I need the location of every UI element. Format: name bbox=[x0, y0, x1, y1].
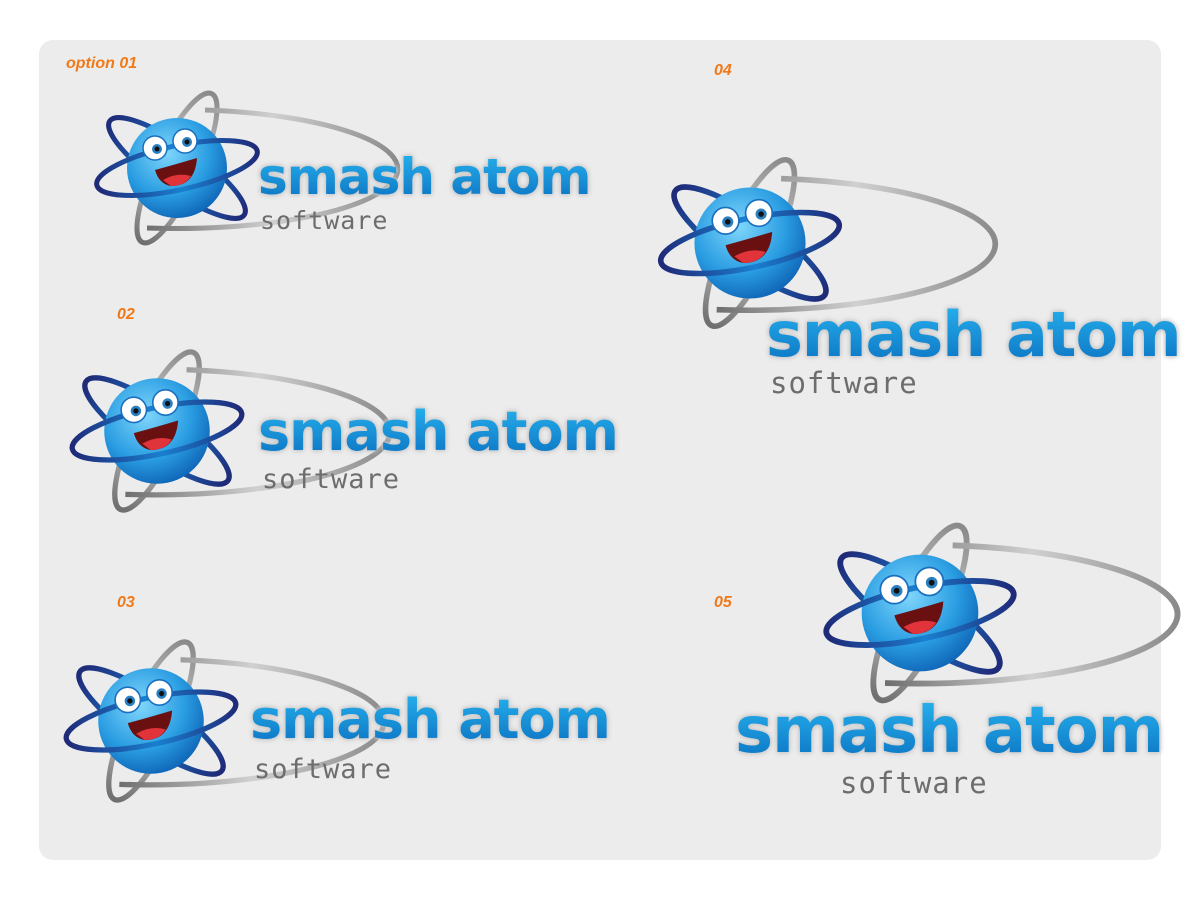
brand-name: smash atom bbox=[258, 400, 619, 463]
option-label: 04 bbox=[714, 62, 732, 79]
brand-tagline: software bbox=[260, 206, 389, 235]
brand-name: smash atom bbox=[735, 694, 1164, 768]
smiling-atom-mascot-icon bbox=[56, 626, 246, 816]
smiling-atom-mascot-icon bbox=[62, 336, 252, 526]
option-label: option 01 bbox=[66, 55, 138, 72]
option-label: 02 bbox=[117, 306, 135, 323]
brand-name: smash atom bbox=[258, 148, 591, 206]
brand-tagline: software bbox=[254, 754, 393, 785]
brand-tagline: software bbox=[840, 766, 988, 800]
smiling-atom-mascot-icon bbox=[87, 78, 267, 258]
smiling-atom-mascot-icon bbox=[815, 508, 1025, 718]
option-label: 03 bbox=[117, 594, 135, 611]
brand-tagline: software bbox=[770, 366, 918, 400]
brand-tagline: software bbox=[262, 464, 401, 495]
brand-name: smash atom bbox=[250, 688, 611, 751]
option-label: 05 bbox=[714, 594, 732, 611]
brand-name: smash atom bbox=[766, 298, 1182, 371]
